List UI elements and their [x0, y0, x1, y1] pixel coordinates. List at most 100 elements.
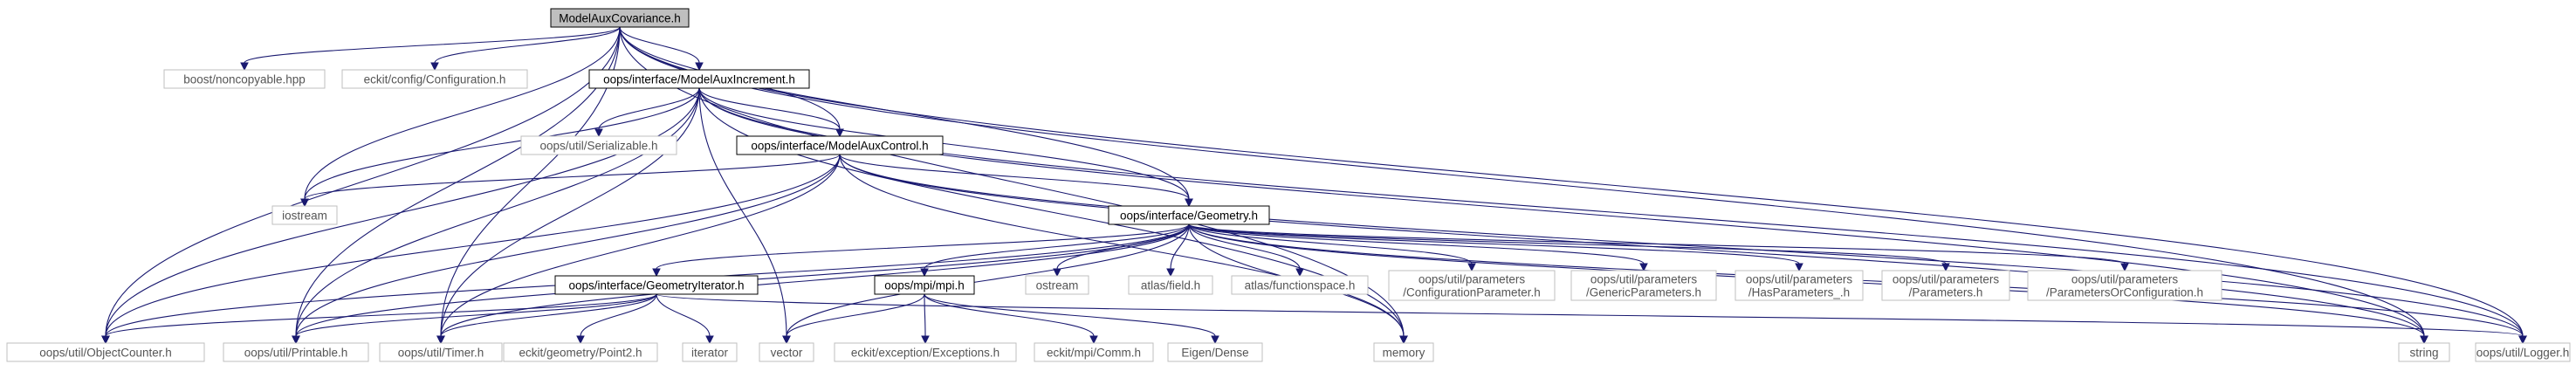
- edge-mai-to-mactl: [698, 87, 844, 138]
- edge-line: [1188, 223, 2126, 265]
- edge-line: [1188, 223, 1800, 265]
- node-box[interactable]: [1108, 205, 1270, 225]
- edge-geo-to-hasp: [1188, 223, 1803, 272]
- node-label: eckit/geometry/Point2.h: [519, 347, 642, 360]
- node-box: [1128, 275, 1213, 295]
- edge-line: [105, 293, 657, 337]
- node-hasp: oops/util/parameters/HasParameters_.h: [1735, 270, 1864, 301]
- node-str: string: [2398, 342, 2450, 362]
- edge-mac-to-geo: [619, 26, 1193, 208]
- edge-line: [440, 223, 1190, 337]
- edge-line: [698, 87, 2524, 337]
- node-cfgp: oops/util/parameters/ConfigurationParame…: [1388, 270, 1556, 301]
- edge-mactl-to-ios: [300, 154, 841, 208]
- node-box: [6, 342, 205, 362]
- edge-line: [304, 87, 700, 200]
- edge-arrowhead: [1211, 335, 1219, 345]
- edge-line: [924, 293, 1216, 337]
- edge-arrowhead: [2420, 335, 2428, 345]
- node-poc: oops/util/parameters/ParametersOrConfigu…: [2027, 270, 2222, 301]
- node-label: oops/interface/ModelAuxControl.h: [751, 140, 928, 153]
- edge-line: [656, 223, 1190, 270]
- node-label: Eigen/Dense: [1181, 347, 1248, 360]
- node-comm: eckit/mpi/Comm.h: [1034, 342, 1154, 362]
- node-box: [223, 342, 369, 362]
- node-mem: memory: [1373, 342, 1434, 362]
- node-box: [1025, 275, 1089, 295]
- node-label: /Parameters.h: [1909, 286, 1983, 299]
- edge-arrowhead: [1295, 268, 1304, 278]
- edge-line: [1188, 223, 1301, 270]
- node-label: vector: [771, 347, 803, 360]
- edge-line: [786, 293, 925, 337]
- edge-line: [698, 87, 787, 337]
- node-tim: oops/util/Timer.h: [379, 342, 503, 362]
- node-box[interactable]: [874, 275, 975, 295]
- edge-geo-to-vec: [782, 223, 1190, 345]
- edge-arrowhead: [594, 128, 603, 138]
- node-box[interactable]: [550, 8, 690, 28]
- edge-line: [295, 154, 841, 337]
- edge-mactl-to-tim: [436, 154, 841, 345]
- edge-arrowhead: [1399, 335, 1408, 345]
- node-git[interactable]: oops/interface/GeometryIterator.h: [554, 275, 759, 295]
- edge-mpi-to-comm: [924, 293, 1098, 345]
- edge-mpi-to-exc: [921, 293, 930, 345]
- edge-line: [786, 223, 1190, 337]
- edge-arrowhead: [1166, 268, 1175, 278]
- edge-line: [244, 26, 621, 64]
- node-prn: oops/util/Printable.h: [223, 342, 369, 362]
- node-exc: eckit/exception/Exceptions.h: [834, 342, 1017, 362]
- node-label: oops/util/Printable.h: [244, 347, 348, 360]
- node-label: ostream: [1036, 279, 1079, 292]
- node-genp: oops/util/parameters/GenericParameters.h: [1570, 270, 1717, 301]
- node-box: [341, 69, 528, 89]
- node-label: oops/util/Serializable.h: [539, 140, 657, 153]
- node-geo[interactable]: oops/interface/Geometry.h: [1108, 205, 1270, 225]
- node-label: oops/util/Logger.h: [2476, 347, 2570, 360]
- node-ost: ostream: [1025, 275, 1089, 295]
- node-pt2: eckit/geometry/Point2.h: [503, 342, 658, 362]
- edge-line: [839, 154, 1190, 200]
- node-label: iostream: [282, 210, 327, 223]
- node-label: string: [2409, 347, 2438, 360]
- node-mai[interactable]: oops/interface/ModelAuxIncrement.h: [588, 69, 810, 89]
- node-label: oops/util/parameters: [1893, 273, 2000, 286]
- node-par: oops/util/parameters/Parameters.h: [1881, 270, 2010, 301]
- node-mactl[interactable]: oops/interface/ModelAuxControl.h: [736, 135, 944, 155]
- edge-mpi-to-vec: [782, 293, 925, 345]
- node-box: [1735, 270, 1864, 301]
- edge-line: [580, 293, 657, 337]
- node-box: [520, 135, 677, 155]
- node-label: /ParametersOrConfiguration.h: [2046, 286, 2203, 299]
- node-mac[interactable]: ModelAuxCovariance.h: [550, 8, 690, 28]
- edge-geo-to-git: [652, 223, 1190, 278]
- node-box[interactable]: [588, 69, 810, 89]
- node-label: oops/mpi/mpi.h: [884, 279, 965, 292]
- edge-arrowhead: [430, 62, 439, 72]
- edge-geo-to-poc: [1188, 223, 2129, 272]
- node-label: oops/util/Timer.h: [398, 347, 484, 360]
- edge-line: [440, 87, 700, 337]
- edge-geo-to-cfgp: [1188, 223, 1476, 272]
- node-box[interactable]: [554, 275, 759, 295]
- edge-arrowhead: [101, 335, 110, 345]
- edge-line: [924, 293, 1095, 337]
- dependency-nodes: ModelAuxCovariance.hboost/noncopyable.hp…: [6, 8, 2571, 362]
- node-box[interactable]: [736, 135, 944, 155]
- edge-mactl-to-prn: [292, 154, 841, 345]
- edge-arrowhead: [2120, 263, 2129, 272]
- edge-mac-to-mai: [619, 26, 704, 72]
- node-box: [1231, 275, 1369, 295]
- node-label: /ConfigurationParameter.h: [1403, 286, 1541, 299]
- edge-git-to-prn: [292, 293, 657, 345]
- edge-geo-to-afs: [1188, 223, 1304, 278]
- node-box: [1388, 270, 1556, 301]
- node-mpi[interactable]: oops/mpi/mpi.h: [874, 275, 975, 295]
- edge-arrowhead: [920, 268, 929, 278]
- node-label: oops/interface/Geometry.h: [1120, 210, 1258, 223]
- node-label: atlas/field.h: [1141, 279, 1200, 292]
- node-box: [1167, 342, 1263, 362]
- node-box: [163, 69, 326, 89]
